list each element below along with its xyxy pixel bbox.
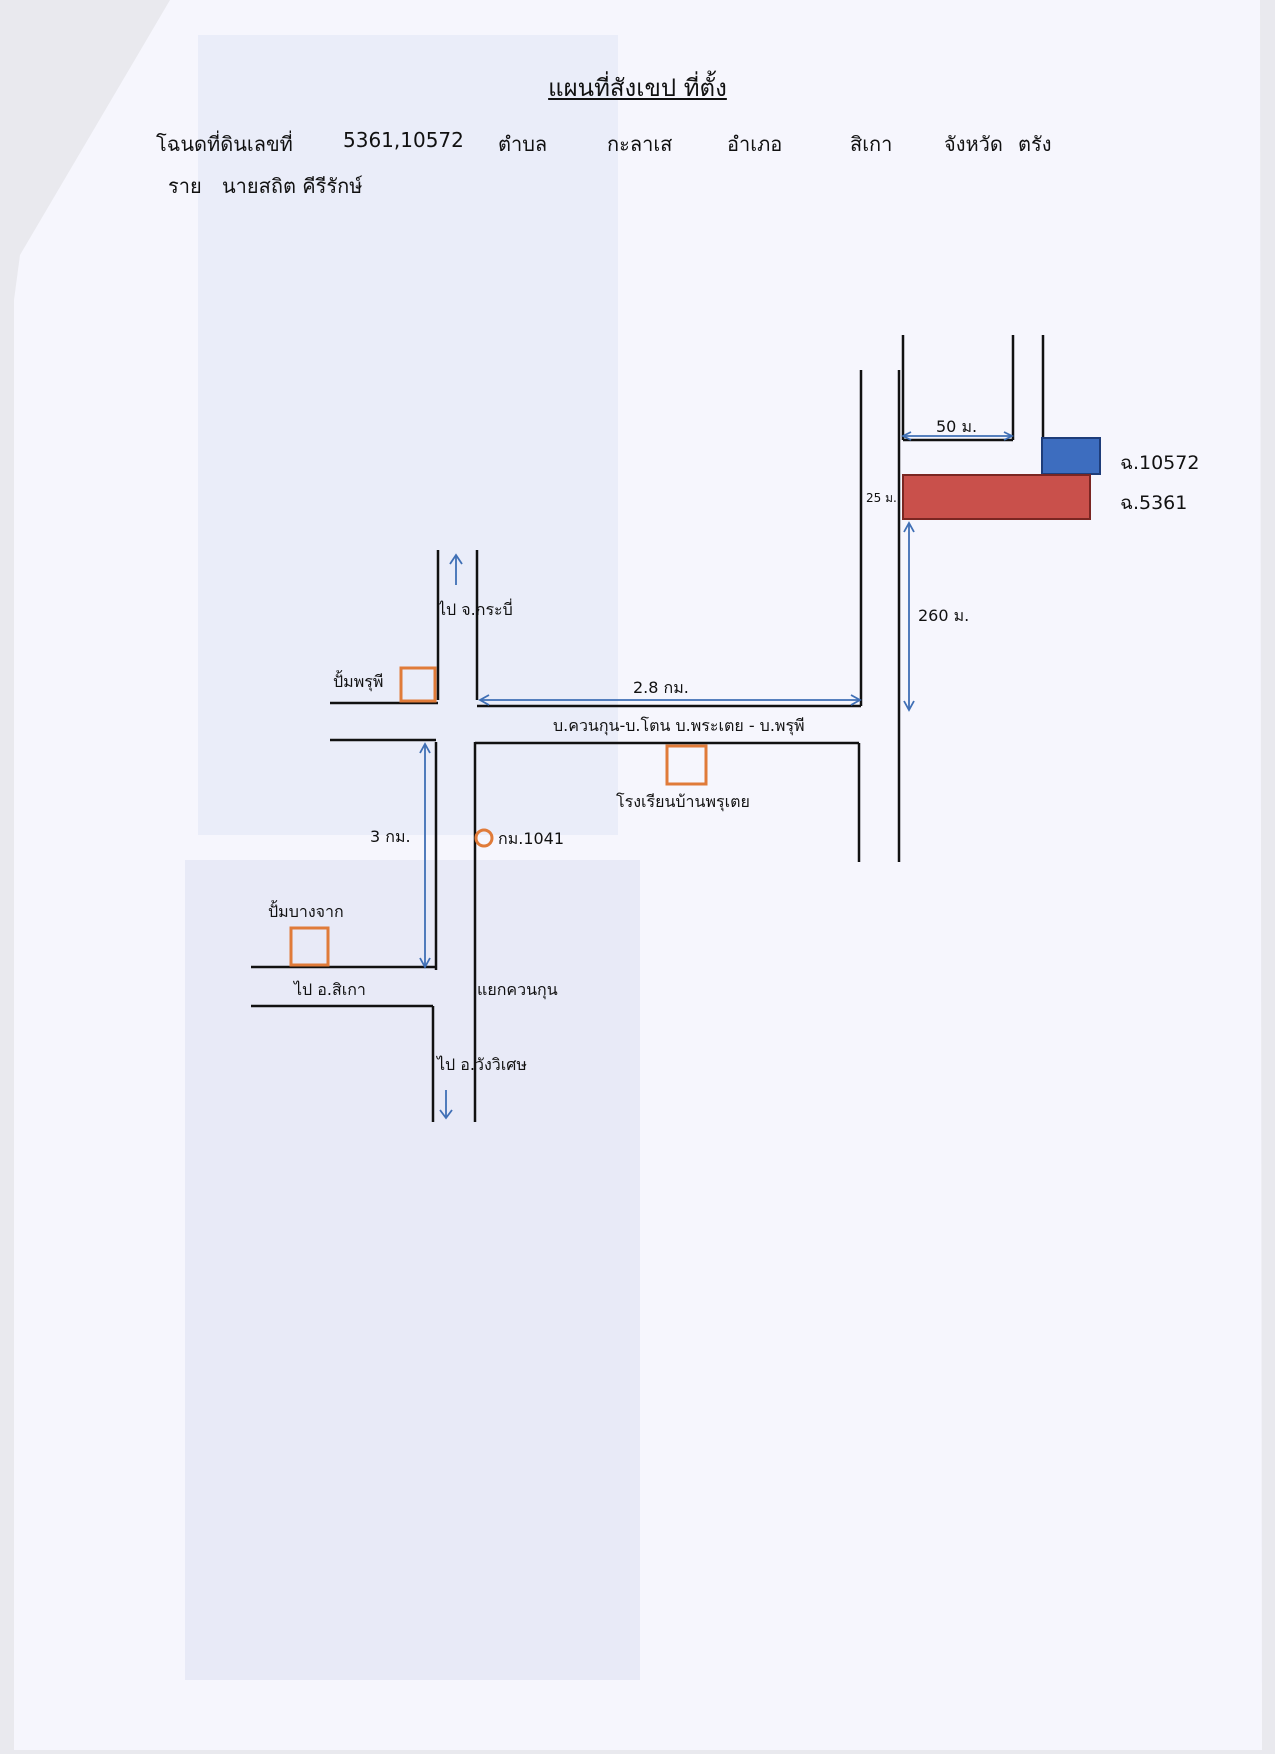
school-marker — [665, 744, 708, 786]
deed-numbers: 5361,10572 — [343, 128, 464, 152]
plot-5361-shape — [902, 474, 1091, 520]
label-dist-25: 25 ม. — [866, 491, 897, 505]
deed-label: โฉนดที่ดินเลขที่ — [156, 132, 293, 156]
label-km-marker: กม.1041 — [498, 829, 565, 848]
owner-label: ราย — [168, 174, 202, 198]
pom-bang-jak-marker — [289, 926, 330, 967]
label-school: โรงเรียนบ้านพรุเตย — [616, 792, 750, 811]
label-pom-prut: ปั้มพรุพี — [333, 672, 384, 691]
label-dist-50: 50 ม. — [936, 417, 978, 436]
pom-prut-marker — [399, 666, 437, 703]
province-label: จังหวัด — [944, 132, 1003, 156]
label-plot-10572: ฉ.10572 — [1120, 452, 1200, 474]
plot-10572-shape — [1041, 437, 1101, 475]
province-value: ตรัง — [1018, 132, 1052, 156]
label-dist-2-8: 2.8 กม. — [633, 678, 689, 697]
district-value: สิเกา — [850, 132, 893, 156]
subdistrict-label: ตำบล — [498, 132, 548, 156]
km-marker-icon — [474, 828, 494, 848]
label-dist-3: 3 กม. — [370, 827, 411, 846]
page-title: แผนที่สังเขป ที่ตั้ง — [548, 74, 727, 102]
district-label: อำเภอ — [727, 132, 783, 156]
label-main-road: บ.ควนกุน-บ.โตน บ.พระเตย - บ.พรุพี — [553, 716, 805, 735]
label-junction: แยกควนกุน — [477, 980, 558, 999]
owner-name: นายสถิต คีรีรักษ์ — [222, 174, 363, 198]
label-to-wang-wiset: ไป อ.วังวิเศษ — [437, 1055, 527, 1074]
label-dist-260: 260 ม. — [918, 606, 970, 625]
label-to-krabi: ไป จ.กระบี่ — [438, 600, 513, 619]
subdistrict-value: กะลาเส — [607, 132, 673, 156]
label-pom-bang-jak: ปั้มบางจาก — [268, 902, 344, 921]
label-plot-5361: ฉ.5361 — [1120, 492, 1188, 514]
label-to-sikao: ไป อ.สิเกา — [294, 980, 366, 999]
background-shade — [185, 860, 640, 1680]
